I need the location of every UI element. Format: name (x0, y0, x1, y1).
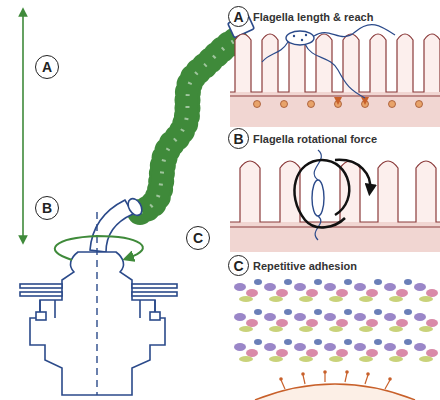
rotation-arrow (55, 236, 143, 260)
panel-letter: A (233, 10, 243, 24)
length-arrow (22, 12, 24, 240)
panel-letter: A (42, 60, 52, 74)
letter-circle: AFlagella length & reach (228, 6, 249, 27)
rotating-bacterium (230, 150, 440, 252)
panel-letter: C (193, 231, 203, 245)
letter-circle: BFlagella rotational force (228, 128, 249, 149)
panel-heading: Flagella length & reach (253, 11, 373, 23)
adhesin-array (234, 279, 438, 400)
panel-heading: Repetitive adhesion (253, 260, 357, 272)
intestinal-villi (230, 25, 440, 127)
panel-letter: B (233, 132, 243, 146)
letter-circle: C (186, 226, 210, 250)
hook (90, 196, 145, 252)
letter-circle: A (35, 55, 59, 79)
panel-heading: Flagella rotational force (253, 133, 377, 145)
axis-line (96, 212, 97, 395)
letter-circle: CRepetitive adhesion (228, 255, 249, 276)
letter-circle: B (35, 196, 59, 220)
panel-letter: B (42, 201, 52, 215)
panel-letter: C (233, 259, 243, 273)
motor (20, 252, 177, 395)
